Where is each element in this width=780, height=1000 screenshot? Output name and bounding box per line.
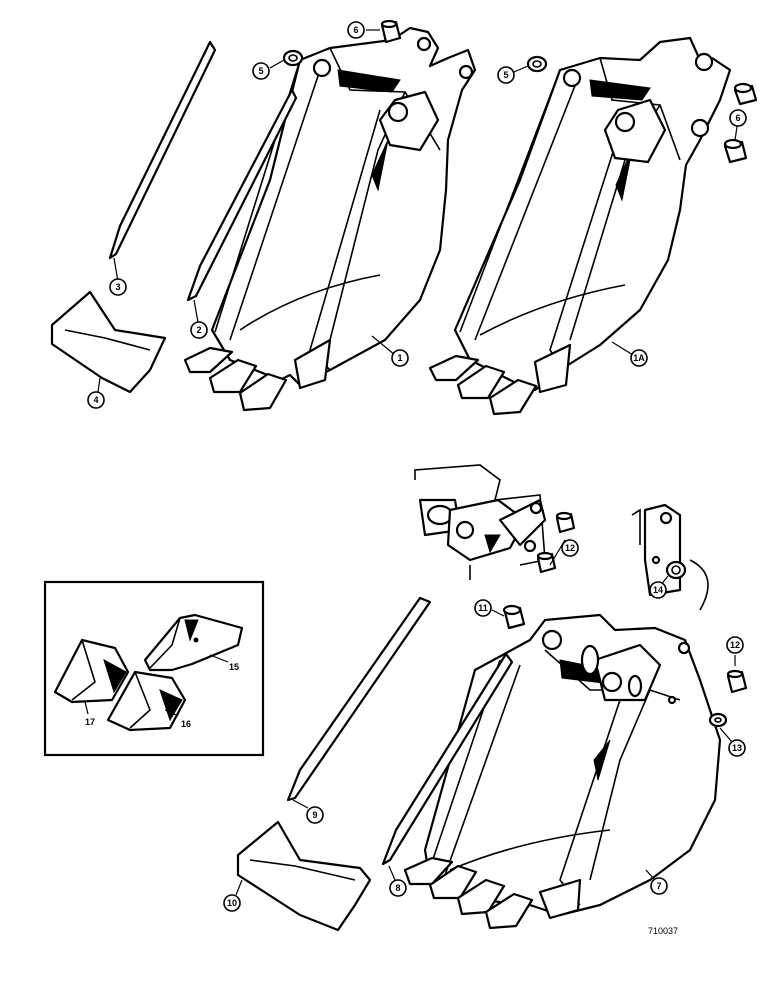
callout-1a: 1A [630,349,648,367]
boom-linkage [414,464,547,580]
callout-13: 13 [728,739,746,757]
callout-6-left: 6 [347,21,365,39]
callout-6-right-label: 6 [735,113,740,123]
side-cutter-2 [186,88,298,302]
callout-2-label: 2 [196,325,201,335]
callout-6-left-label: 6 [353,25,358,35]
callout-17: 17 [85,717,95,727]
callout-15-label: 15 [229,662,239,672]
callout-15: 15 [229,662,239,672]
callout-3-label: 3 [115,282,120,292]
callout-7-label: 7 [656,881,661,891]
tooth-15 [143,613,244,672]
callout-16-label: 16 [181,719,191,729]
tooth-16 [106,670,187,732]
callout-14-label: 14 [653,585,663,595]
callout-11: 11 [474,599,492,617]
callout-8: 8 [389,879,407,897]
callout-1-label: 1 [397,353,402,363]
callout-14: 14 [649,581,667,599]
bushing-5-left [282,49,304,67]
tooth-guard-10 [236,820,372,932]
callout-9: 9 [306,806,324,824]
washer-14 [665,560,687,580]
reference-number: 710037 [648,926,678,936]
bucket-1a [428,36,732,416]
bushing-13 [708,712,728,728]
callout-17-label: 17 [85,717,95,727]
callout-11-label: 11 [478,603,488,613]
callout-13-label: 13 [732,743,742,753]
bucket-1 [183,26,477,412]
callout-3: 3 [109,278,127,296]
callout-1: 1 [391,349,409,367]
callout-1a-label: 1A [633,353,645,363]
bucket-7 [403,613,722,930]
callout-12-upper: 12 [561,539,579,557]
callout-10-label: 10 [227,898,237,908]
leader-lines [84,29,746,896]
callout-12-right: 12 [726,636,744,654]
callout-16: 16 [181,719,191,729]
callout-6-right: 6 [729,109,747,127]
bushing-5-right [526,55,548,73]
tooth-17 [53,638,130,704]
side-cutter-9 [286,596,432,802]
tooth-guard-4 [50,290,167,394]
teeth-inset-box [43,580,265,757]
callout-9-label: 9 [312,810,317,820]
side-cutter-3 [108,40,217,260]
snap-ring-arc [689,559,709,611]
callout-5-right-label: 5 [503,70,508,80]
callout-12-upper-label: 12 [565,543,575,553]
callout-4: 4 [87,391,105,409]
callout-8-label: 8 [395,883,400,893]
callout-2: 2 [190,321,208,339]
callout-10: 10 [223,894,241,912]
callout-5-left: 5 [252,62,270,80]
callout-5-right: 5 [497,66,515,84]
callout-7: 7 [650,877,668,895]
callout-12-right-label: 12 [730,640,740,650]
callout-4-label: 4 [93,395,98,405]
callout-5-left-label: 5 [258,66,263,76]
side-cutter-8 [381,652,514,866]
